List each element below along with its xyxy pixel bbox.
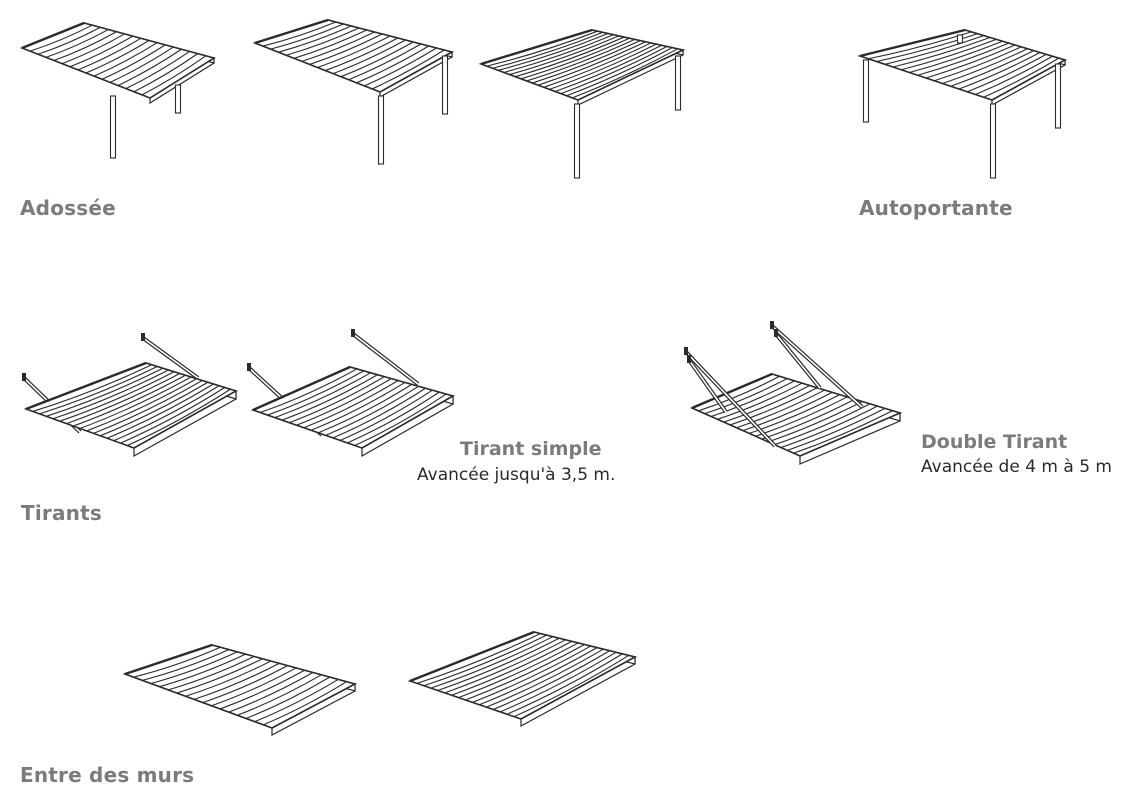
label-tirants: Tirants <box>21 501 102 525</box>
label-autoportante: Autoportante <box>859 196 1013 220</box>
desc-double-tirant: Avancée de 4 m à 5 m <box>921 457 1112 477</box>
pergola-tirant-simple-illustration <box>247 329 456 458</box>
pergola-tirant-1-illustration <box>22 333 239 458</box>
pergola-entre-murs-1-illustration <box>122 643 358 736</box>
label-entre-des-murs: Entre des murs <box>20 763 195 787</box>
title-double-tirant: Double Tirant <box>921 431 1068 453</box>
label-adossee: Adossée <box>20 196 116 220</box>
title-tirant-simple: Tirant simple <box>460 438 602 460</box>
pergola-double-tirant-illustration <box>684 321 903 465</box>
desc-tirant-simple: Avancée jusqu'à 3,5 m. <box>417 465 616 485</box>
pergola-autoportante-illustration <box>857 28 1068 179</box>
pergola-adossee-3-illustration <box>478 28 686 179</box>
pergola-adossee-2-illustration <box>252 18 455 165</box>
pergola-adossee-1-illustration <box>19 21 216 159</box>
pergola-entre-murs-2-illustration <box>407 630 638 728</box>
